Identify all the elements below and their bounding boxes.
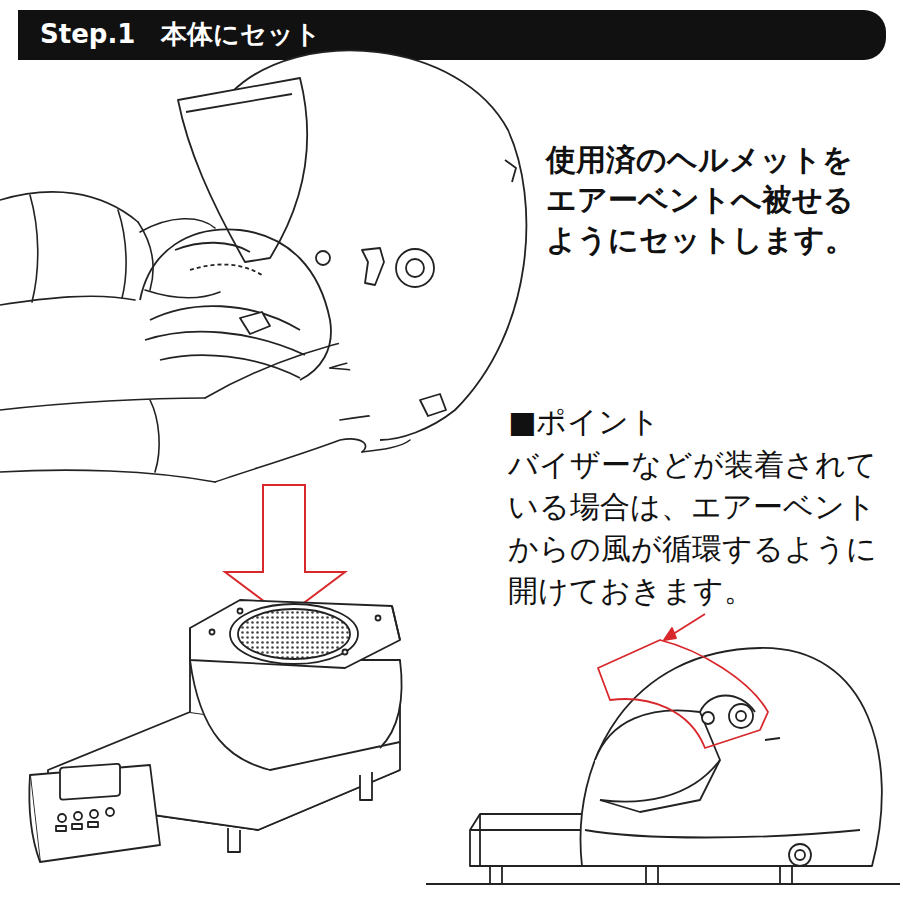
- dryer-unit-part: [210, 630, 215, 635]
- helmet-top-view-part: [406, 259, 424, 277]
- visor-highlight-part: [598, 640, 768, 748]
- side-view: [426, 648, 900, 884]
- helmet-top-view-part: [145, 332, 305, 355]
- helmet-top-view-part: [150, 306, 300, 330]
- arms-part: [140, 219, 215, 232]
- helmet-top-view-part: [240, 312, 270, 334]
- arms-part: [362, 440, 410, 452]
- dryer-unit-part: [58, 814, 66, 822]
- dryer-unit-part: [29, 775, 40, 862]
- arms-part: [0, 296, 135, 305]
- point-note: バイザーなどが装着されて いる場合は、エアーベント からの風が循環するように 開…: [508, 444, 896, 612]
- helmet-top-view-part: [140, 229, 331, 380]
- step-title: Step.1 本体にセット: [40, 17, 321, 51]
- arms-part: [215, 439, 366, 482]
- dryer-unit-part: [106, 808, 114, 816]
- dryer-unit-part: [190, 660, 400, 770]
- side-view-part: [795, 850, 805, 860]
- dryer-unit-part: [238, 609, 350, 659]
- side-view-part: [702, 712, 714, 724]
- side-view-part: [580, 648, 881, 866]
- dryer-unit-part: [376, 616, 381, 621]
- dryer-unit-part: [72, 824, 82, 829]
- dryer-unit-part: [343, 650, 348, 655]
- arms-part: [118, 210, 126, 298]
- arms-part: [0, 398, 205, 410]
- visor-highlight: [598, 614, 768, 748]
- helmet-top-view-part: [160, 355, 300, 378]
- helmet-top-view-part: [396, 249, 434, 287]
- side-view-part: [789, 844, 811, 866]
- side-view-part: [595, 710, 720, 801]
- instruction-text: 使用済のヘルメットを エアーベントへ被せる ようにセットします。: [546, 140, 896, 260]
- side-view-part: [729, 704, 753, 728]
- header-bar: [18, 10, 886, 60]
- helmet-top-view-part: [362, 248, 384, 285]
- helmet-top-view-part: [190, 265, 262, 275]
- arms-part: [150, 400, 159, 472]
- helmet-top-view-part: [175, 243, 250, 252]
- helmet-top-view-part: [186, 94, 292, 112]
- dryer-unit-part: [88, 822, 98, 827]
- dryer-unit-part: [190, 600, 400, 668]
- dryer-unit-part: [380, 660, 402, 748]
- side-view-part: [736, 711, 746, 721]
- helmet-top-view-part: [505, 160, 516, 182]
- header-bar-part: [18, 10, 886, 60]
- dryer-unit-part: [60, 764, 120, 800]
- visor-highlight-part: [670, 614, 705, 636]
- side-view-part: [585, 830, 860, 838]
- arms-part: [0, 192, 138, 222]
- dryer-unit-part: [238, 609, 243, 614]
- helmet-top-view: [140, 50, 526, 440]
- side-view-part: [780, 866, 792, 884]
- dryer-unit-part: [230, 604, 358, 664]
- dryer-unit-part: [90, 810, 98, 818]
- dryer-unit-part: [360, 772, 372, 800]
- visor-highlight-part: [664, 628, 676, 640]
- arms-part: [30, 195, 38, 302]
- dryer-unit: [29, 600, 401, 862]
- arms-part: [145, 290, 220, 298]
- side-view-part: [490, 866, 502, 884]
- down-arrow-part: [225, 485, 345, 617]
- arms-part: [0, 470, 215, 482]
- side-view-part: [765, 738, 780, 740]
- dryer-unit-part: [74, 812, 82, 820]
- side-view-part: [646, 866, 658, 884]
- point-heading: ■ポイント: [508, 402, 888, 442]
- dryer-unit-part: [228, 828, 240, 852]
- dryer-unit-part: [56, 826, 66, 831]
- helmet-top-view-part: [420, 394, 446, 416]
- down-arrow: [225, 485, 345, 617]
- helmet-top-view-part: [316, 251, 330, 265]
- side-view-part: [600, 760, 720, 812]
- dryer-unit-part: [190, 606, 400, 660]
